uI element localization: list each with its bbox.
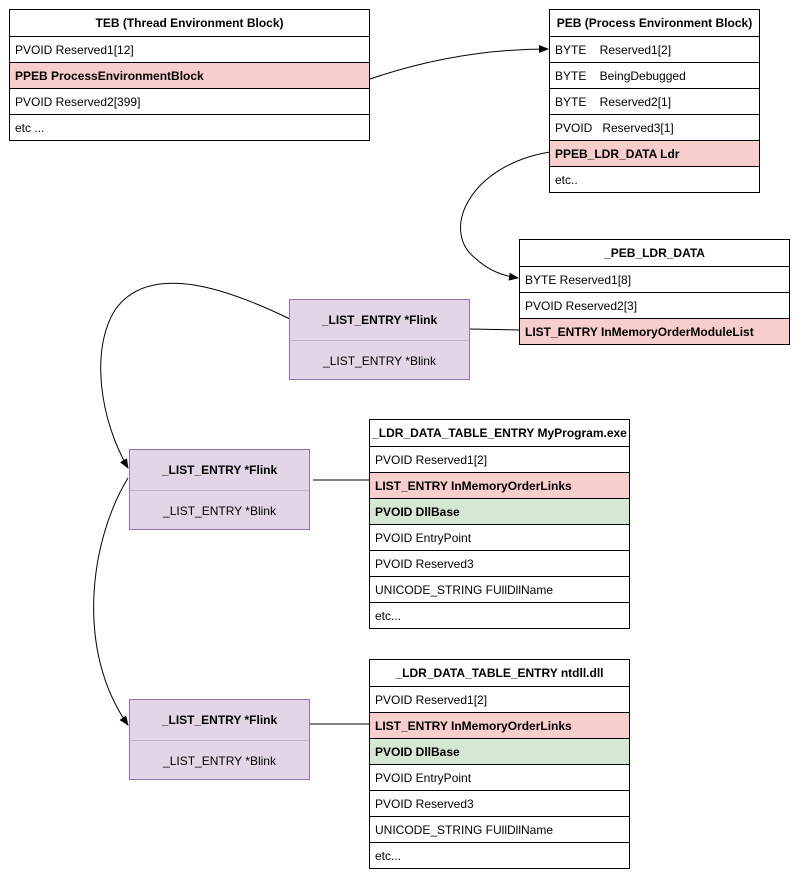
list-entry-2-flink: _LIST_ENTRY *Flink xyxy=(130,450,309,491)
peb-row-reserved2: BYTE Reserved2[1] xyxy=(550,88,759,114)
ntdll-row-dllbase: PVOID DllBase xyxy=(370,738,629,764)
list-entry-3-flink: _LIST_ENTRY *Flink xyxy=(130,700,309,741)
myprogram-row-fulldllname: UNICODE_STRING FUllDllName xyxy=(370,576,629,602)
peb-row-etc: etc.. xyxy=(550,166,759,192)
ldr-data-title: _PEB_LDR_DATA xyxy=(604,246,705,260)
ntdll-row-entrypoint: PVOID EntryPoint xyxy=(370,764,629,790)
arrow-flink-1-to-list-entry-2 xyxy=(100,282,291,469)
teb-row-etc: etc ... xyxy=(10,114,369,140)
ntdll-row-reserved1: PVOID Reserved1[2] xyxy=(370,686,629,712)
myprogram-row-dllbase: PVOID DllBase xyxy=(370,498,629,524)
ntdll-row-reserved3: PVOID Reserved3 xyxy=(370,790,629,816)
ldr-data-row-reserved1: BYTE Reserved1[8] xyxy=(520,266,789,292)
peb-title: PEB (Process Environment Block) xyxy=(556,16,753,30)
list-entry-box-2: _LIST_ENTRY *Flink _LIST_ENTRY *Blink xyxy=(129,449,310,530)
ldr-data-row-module-list: LIST_ENTRY InMemoryOrderModuleList xyxy=(520,318,789,344)
myprogram-row-entrypoint: PVOID EntryPoint xyxy=(370,524,629,550)
myprogram-row-etc: etc... xyxy=(370,602,629,628)
teb-row-reserved2: PVOID Reserved2[399] xyxy=(10,88,369,114)
myprogram-row-reserved1: PVOID Reserved1[2] xyxy=(370,446,629,472)
peb-row-reserved1: BYTE Reserved1[2] xyxy=(550,36,759,62)
arrow-flink-2-to-list-entry-3 xyxy=(93,477,129,726)
arrow-teb-to-peb xyxy=(369,45,549,80)
ntdll-row-fulldllname: UNICODE_STRING FUllDllName xyxy=(370,816,629,842)
list-entry-box-3: _LIST_ENTRY *Flink _LIST_ENTRY *Blink xyxy=(129,699,310,780)
ldr-data-row-reserved2: PVOID Reserved2[3] xyxy=(520,292,789,318)
ntdll-row-etc: etc... xyxy=(370,842,629,868)
line-modulelist-to-list-entry-1 xyxy=(469,328,520,331)
arrow-peb-ldr-to-ldr-data xyxy=(460,151,551,281)
list-entry-box-1: _LIST_ENTRY *Flink _LIST_ENTRY *Blink xyxy=(289,299,470,380)
list-entry-3-blink: _LIST_ENTRY *Blink xyxy=(163,754,276,768)
list-entry-1-blink: _LIST_ENTRY *Blink xyxy=(323,354,436,368)
myprogram-row-reserved3: PVOID Reserved3 xyxy=(370,550,629,576)
peb-row-ldr: PPEB_LDR_DATA Ldr xyxy=(550,140,759,166)
ldr-entry-ntdll-table: _LDR_DATA_TABLE_ENTRY ntdll.dll PVOID Re… xyxy=(369,659,630,869)
myprogram-title: _LDR_DATA_TABLE_ENTRY MyProgram.exe xyxy=(372,426,627,440)
teb-table: TEB (Thread Environment Block) PVOID Res… xyxy=(9,9,370,141)
list-entry-1-flink: _LIST_ENTRY *Flink xyxy=(290,300,469,341)
peb-row-being-debugged: BYTE BeingDebugged xyxy=(550,62,759,88)
peb-table: PEB (Process Environment Block) BYTE Res… xyxy=(549,9,760,193)
ntdll-title: _LDR_DATA_TABLE_ENTRY ntdll.dll xyxy=(395,666,604,680)
teb-title: TEB (Thread Environment Block) xyxy=(95,16,284,30)
list-entry-2-blink: _LIST_ENTRY *Blink xyxy=(163,504,276,518)
teb-row-process-environment-block: PPEB ProcessEnvironmentBlock xyxy=(10,62,369,88)
peb-ldr-data-table: _PEB_LDR_DATA BYTE Reserved1[8] PVOID Re… xyxy=(519,239,790,345)
teb-row-reserved1: PVOID Reserved1[12] xyxy=(10,36,369,62)
ntdll-row-inmemoryorderlinks: LIST_ENTRY InMemoryOrderLinks xyxy=(370,712,629,738)
ldr-entry-myprogram-table: _LDR_DATA_TABLE_ENTRY MyProgram.exe PVOI… xyxy=(369,419,630,629)
myprogram-row-inmemoryorderlinks: LIST_ENTRY InMemoryOrderLinks xyxy=(370,472,629,498)
peb-row-reserved3: PVOID Reserved3[1] xyxy=(550,114,759,140)
